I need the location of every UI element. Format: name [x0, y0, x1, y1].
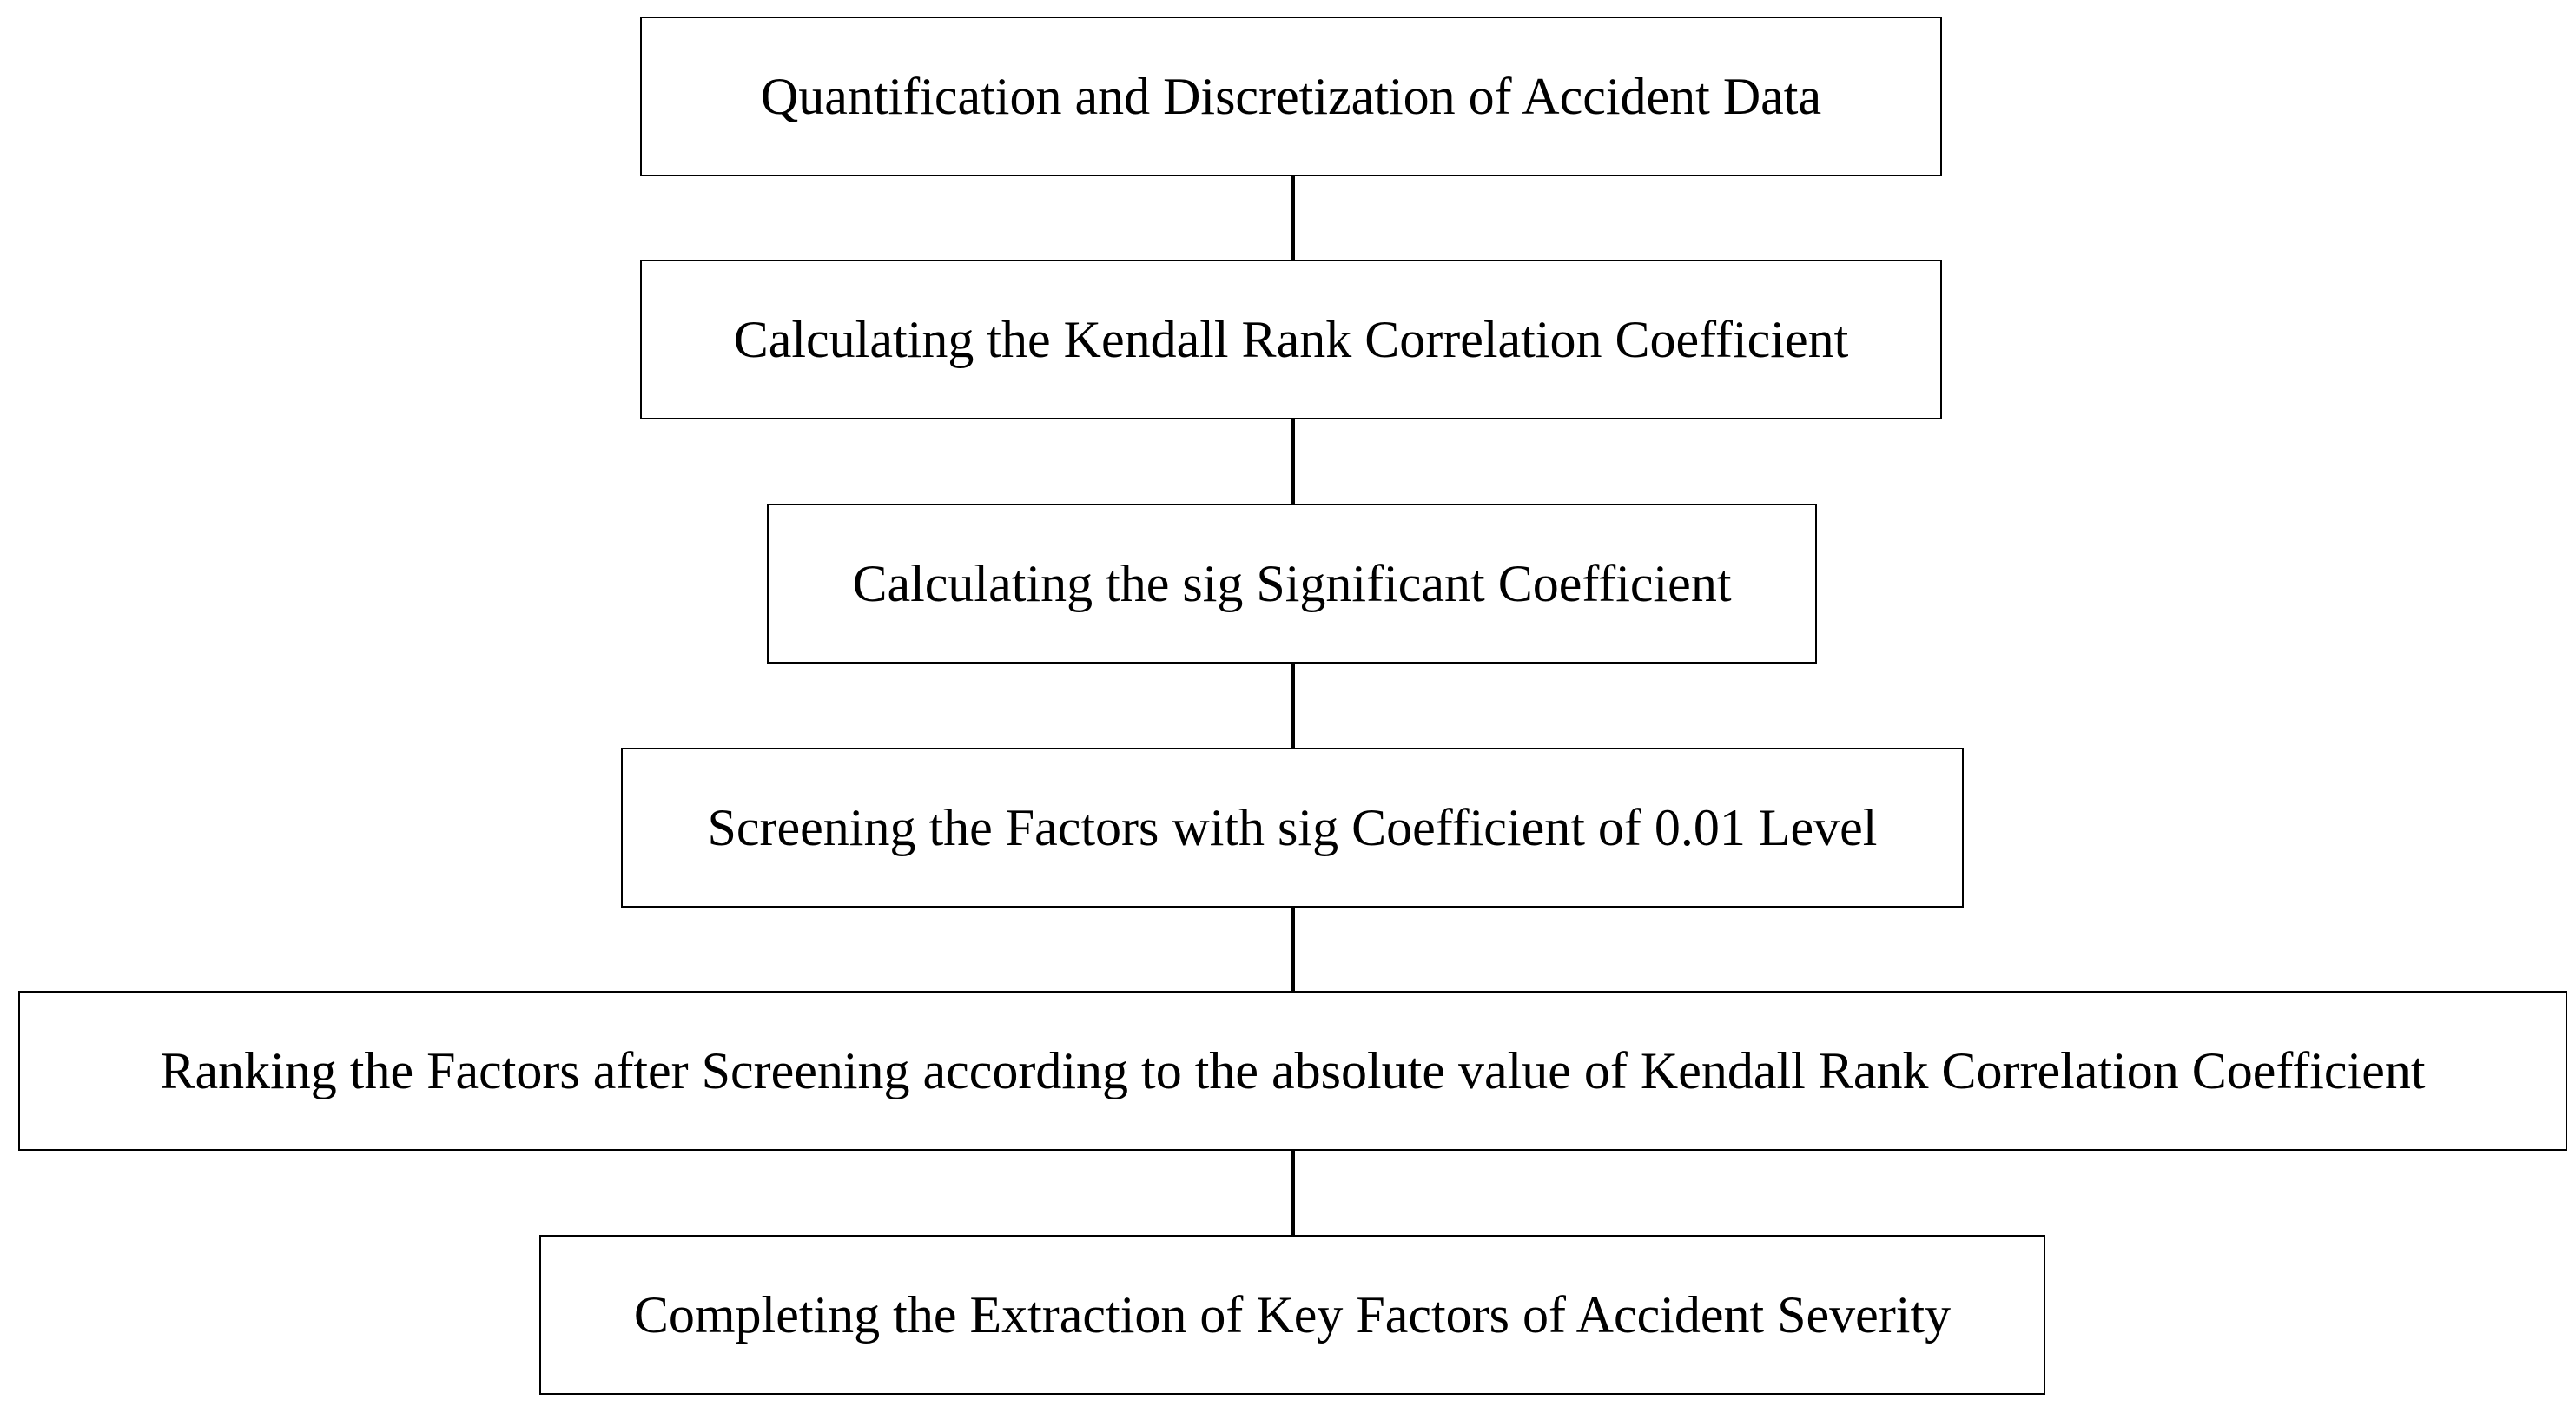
- connector-line: [1290, 419, 1295, 504]
- step-quantification-discretization: Quantification and Discretization of Acc…: [640, 17, 1942, 176]
- connector-line: [1290, 908, 1295, 991]
- step-label: Completing the Extraction of Key Factors…: [633, 1286, 1952, 1344]
- step-sig-coefficient: Calculating the sig Significant Coeffici…: [767, 504, 1817, 664]
- step-label: Ranking the Factors after Screening acco…: [160, 1042, 2426, 1099]
- connector-line: [1290, 176, 1295, 260]
- connector-line: [1290, 1151, 1295, 1235]
- step-ranking-factors: Ranking the Factors after Screening acco…: [18, 991, 2567, 1151]
- step-kendall-coefficient: Calculating the Kendall Rank Correlation…: [640, 260, 1942, 419]
- step-label: Quantification and Discretization of Acc…: [760, 68, 1822, 125]
- step-screening-factors: Screening the Factors with sig Coefficie…: [621, 748, 1964, 908]
- step-label: Calculating the sig Significant Coeffici…: [852, 555, 1732, 612]
- step-extraction-key-factors: Completing the Extraction of Key Factors…: [539, 1235, 2045, 1395]
- connector-line: [1290, 664, 1295, 748]
- step-label: Calculating the Kendall Rank Correlation…: [733, 311, 1849, 368]
- step-label: Screening the Factors with sig Coefficie…: [707, 799, 1878, 856]
